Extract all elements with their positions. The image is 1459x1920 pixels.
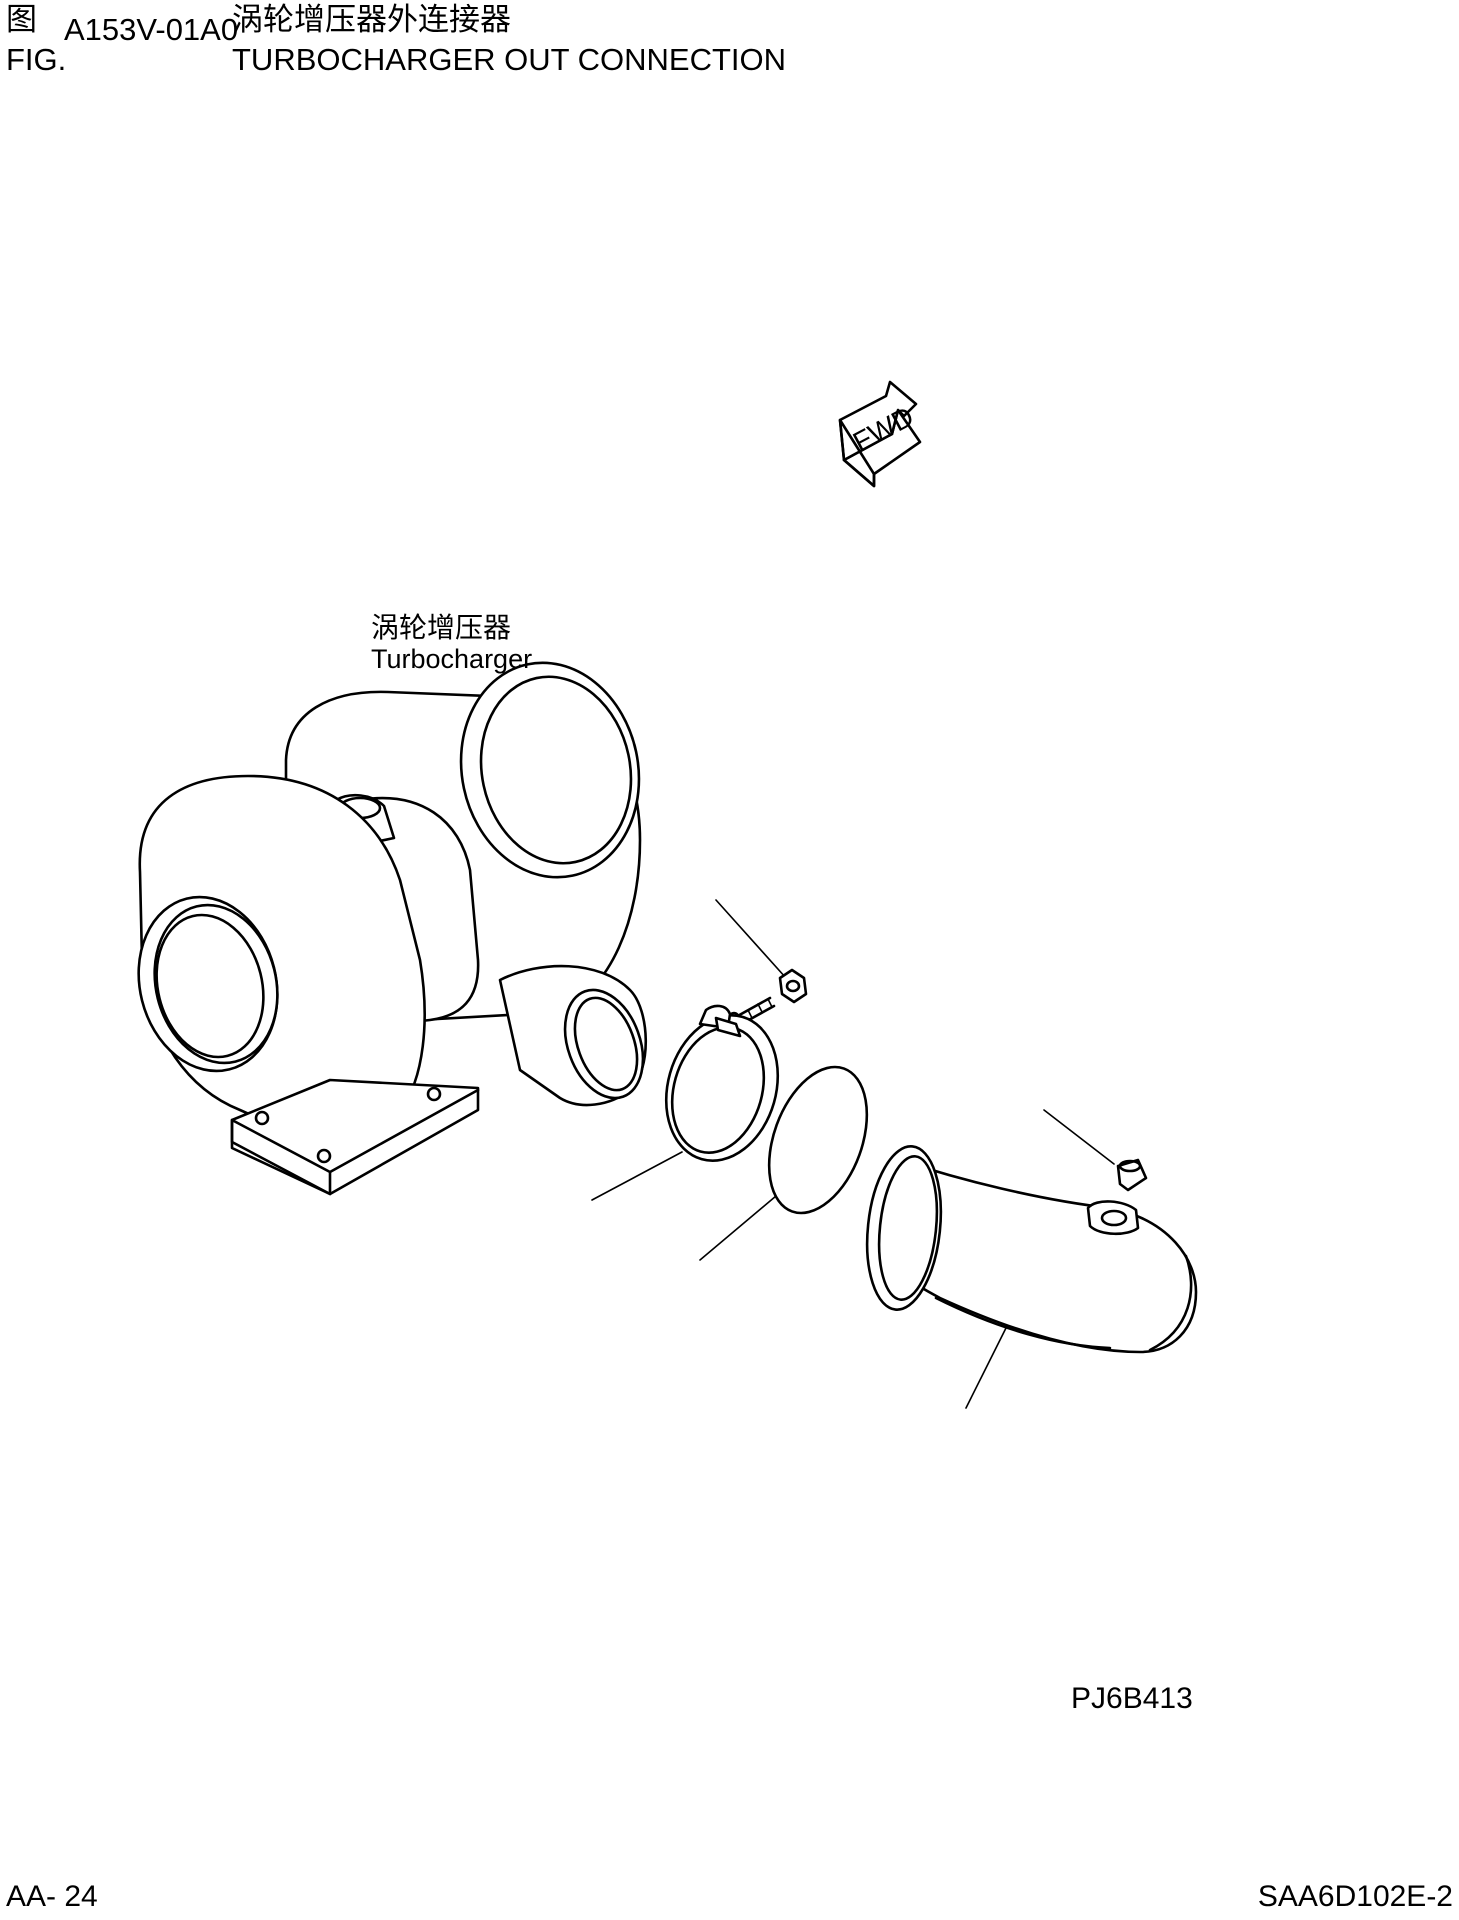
turbocharger-label-en: Turbocharger	[371, 644, 533, 674]
page-number: AA- 24	[6, 1880, 98, 1913]
figure-title-zh: 涡轮增压器外连接器	[232, 2, 511, 37]
illustration-code: PJ6B413	[1071, 1682, 1193, 1715]
figure-label-en: FIG.	[6, 42, 67, 77]
fwd-arrow-icon: FWD	[838, 380, 922, 488]
figure-number: A153V-01A0	[64, 12, 239, 47]
turbocharger-label-zh: 涡轮增压器	[371, 612, 512, 643]
plug	[1043, 1109, 1148, 1192]
nut	[715, 899, 808, 1004]
figure-title-en: TURBOCHARGER OUT CONNECTION	[232, 42, 787, 77]
document-code: SAA6D102E-2	[1257, 1880, 1453, 1913]
elbow-pipe	[865, 1145, 1198, 1409]
o-ring	[699, 1065, 869, 1261]
figure-label-zh: 图	[6, 2, 37, 37]
turbocharger	[137, 661, 647, 1196]
clamp	[591, 1004, 780, 1201]
